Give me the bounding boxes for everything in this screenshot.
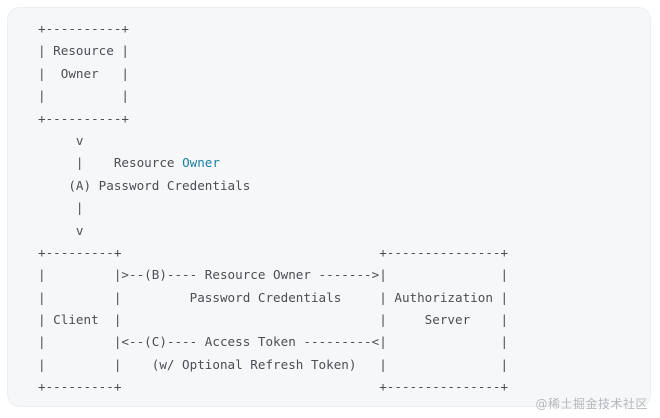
- client-server-box-bottom: +---------+ +---------------+: [38, 379, 509, 395]
- resource-owner-box-label-1: | Resource |: [38, 43, 129, 59]
- flow-arrow-head: v: [38, 132, 84, 148]
- resource-owner-box-bottom: +----------+: [38, 110, 129, 126]
- client-and-server-labels: | Client | | Server |: [38, 312, 509, 328]
- flow-label-prefix: | Resource: [38, 155, 183, 171]
- flow-line: |: [38, 200, 84, 216]
- watermark: @稀土掘金技术社区: [535, 397, 648, 411]
- response-arrow-c: | |<--(C)---- Access Token ---------<| |: [38, 334, 509, 350]
- request-arrow-b-label: | | Password Credentials | Authorization…: [38, 289, 509, 305]
- request-arrow-b: | |>--(B)---- Resource Owner ------->| |: [38, 267, 509, 283]
- resource-owner-box-label-2: | Owner |: [38, 65, 129, 81]
- response-arrow-c-label: | | (w/ Optional Refresh Token) | |: [38, 356, 509, 372]
- code-block: +----------+ | Resource | | Owner | | | +---…: [8, 8, 650, 406]
- flow-label-password-credentials: (A) Password Credentials: [38, 177, 251, 193]
- ascii-diagram: +----------+ | Resource | | Owner | | | +---…: [38, 18, 508, 399]
- resource-owner-box-empty: | |: [38, 88, 129, 104]
- flow-label-resource-owner: | Resource Owner: [38, 152, 508, 174]
- resource-owner-box-top: +----------+: [38, 21, 129, 36]
- flow-arrow-down: v: [38, 222, 84, 238]
- client-server-box-top: +---------+ +---------------+: [38, 244, 509, 260]
- highlighted-keyword: Owner: [182, 155, 220, 171]
